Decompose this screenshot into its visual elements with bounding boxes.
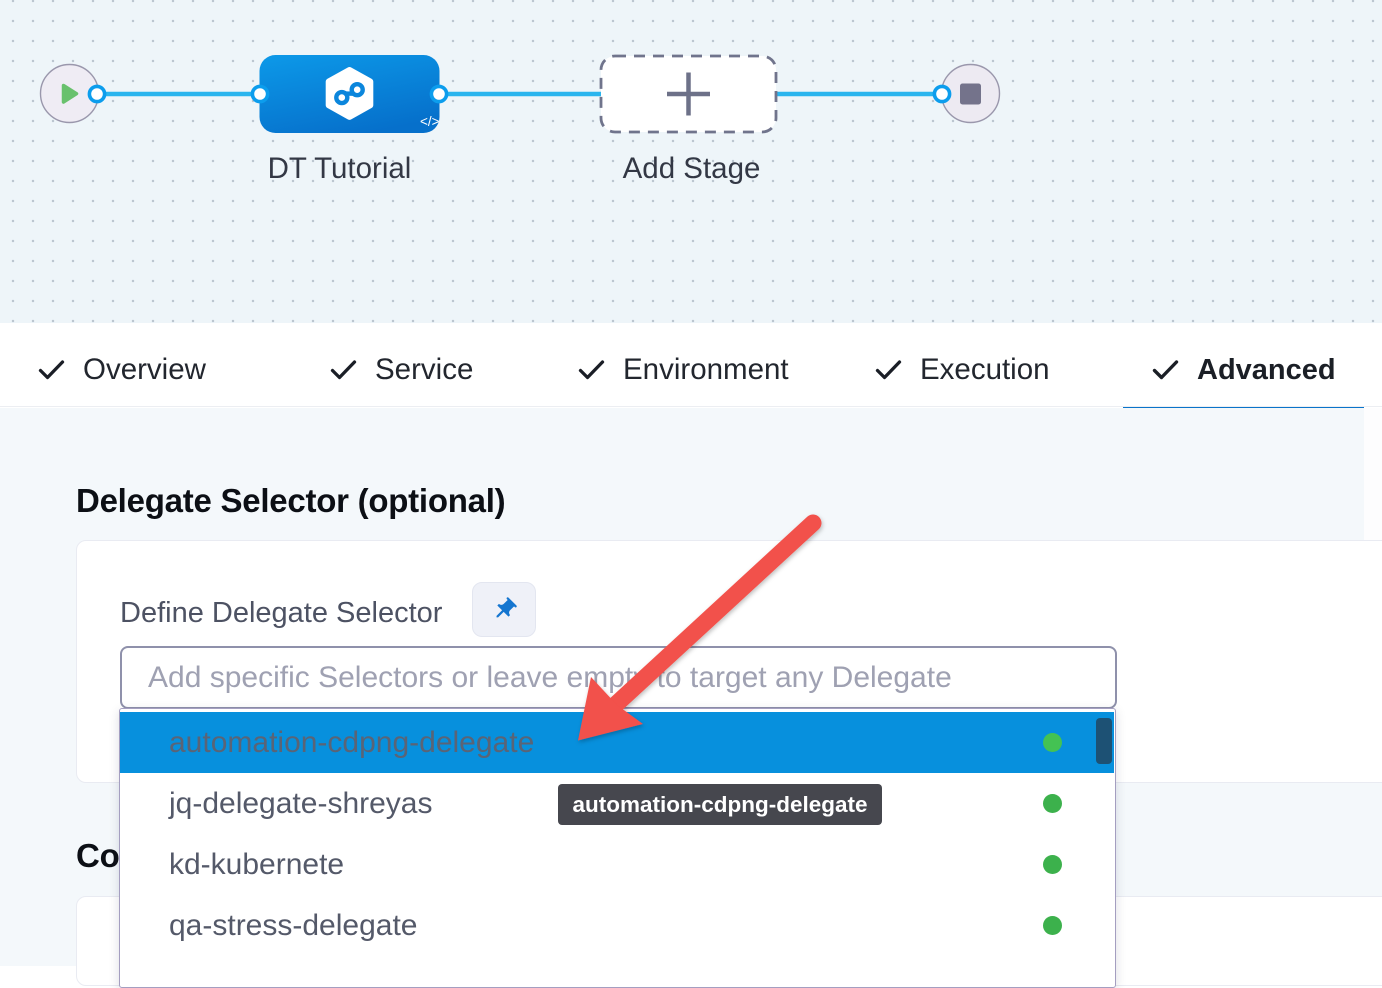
svg-text:</>: </>	[420, 114, 440, 129]
svg-text:Add Stage: Add Stage	[623, 152, 761, 185]
svg-text:DT Tutorial: DT Tutorial	[268, 152, 412, 185]
